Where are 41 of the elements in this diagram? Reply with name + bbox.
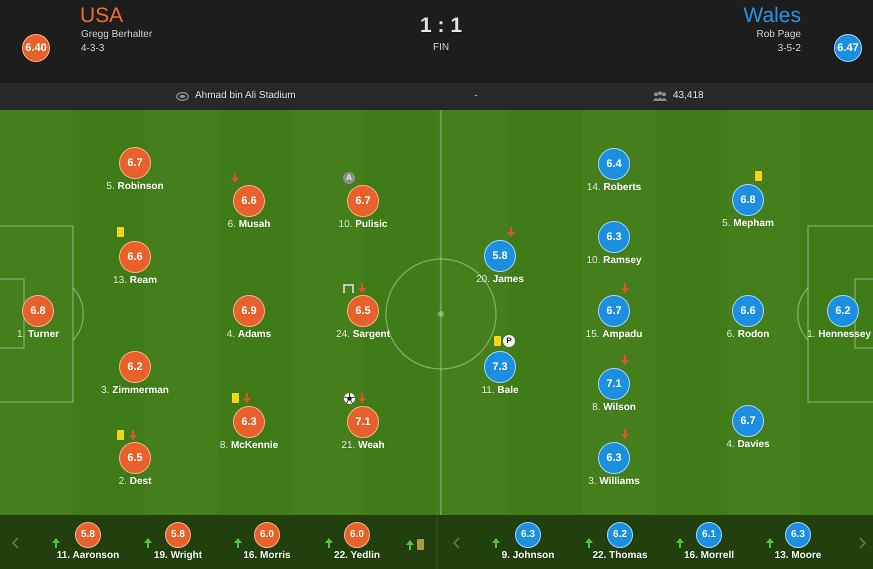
player-name: 19. Wright (154, 550, 202, 562)
player-name: 20. James (476, 274, 524, 286)
player-name: 6. Rodon (726, 329, 770, 341)
player-name: 10. Pulisic (338, 219, 388, 231)
separator-text: - (474, 90, 478, 102)
stadium-name: Ahmad bin Ali Stadium (195, 90, 296, 102)
player-name: 8. McKennie (220, 440, 278, 452)
team-name: Wales (743, 3, 801, 28)
player-name: 8. Wilson (592, 402, 636, 414)
player-name: 10. Ramsey (586, 255, 642, 267)
player-name: 3. Zimmerman (101, 385, 169, 397)
player-name: 9. Johnson (502, 550, 554, 562)
coach-name: Gregg Berhalter (81, 29, 152, 41)
player-name: 22. Yedlin (334, 550, 380, 562)
player-name: 14. Roberts (586, 182, 642, 194)
player-name: 1. Hennessey (807, 329, 871, 341)
player-name: 4. Adams (226, 329, 272, 341)
player-name: 11. Aaronson (56, 550, 120, 562)
formation: 3-5-2 (778, 43, 801, 55)
player-name: 21. Weah (341, 440, 385, 452)
player-name: 22. Thomas (592, 550, 648, 562)
player-name: 11. Bale (481, 385, 519, 397)
team-name: USA (80, 3, 124, 28)
match-status: FIN (432, 42, 450, 54)
player-name: 2. Dest (118, 476, 152, 488)
score: 1 : 1 (420, 13, 462, 38)
player-name: 1. Turner (16, 329, 60, 341)
attendance-count: 43,418 (673, 90, 704, 102)
player-name: 16. Morris (243, 550, 291, 562)
coach-name: Rob Page (756, 29, 801, 41)
player-name: 5. Robinson (106, 181, 164, 193)
player-name: 5. Mepham (722, 218, 774, 230)
player-name: 4. Davies (726, 439, 770, 451)
player-name: 13. Ream (113, 275, 157, 287)
player-name: 24. Sargent (336, 329, 390, 341)
player-name: 6. Musah (228, 219, 270, 231)
player-name: 16. Morrell (684, 550, 734, 562)
player-name: 13. Moore (774, 550, 822, 562)
formation: 4-3-3 (81, 43, 104, 55)
player-name: 3. Williams (588, 476, 640, 488)
player-name: 15. Ampadu (586, 329, 642, 341)
